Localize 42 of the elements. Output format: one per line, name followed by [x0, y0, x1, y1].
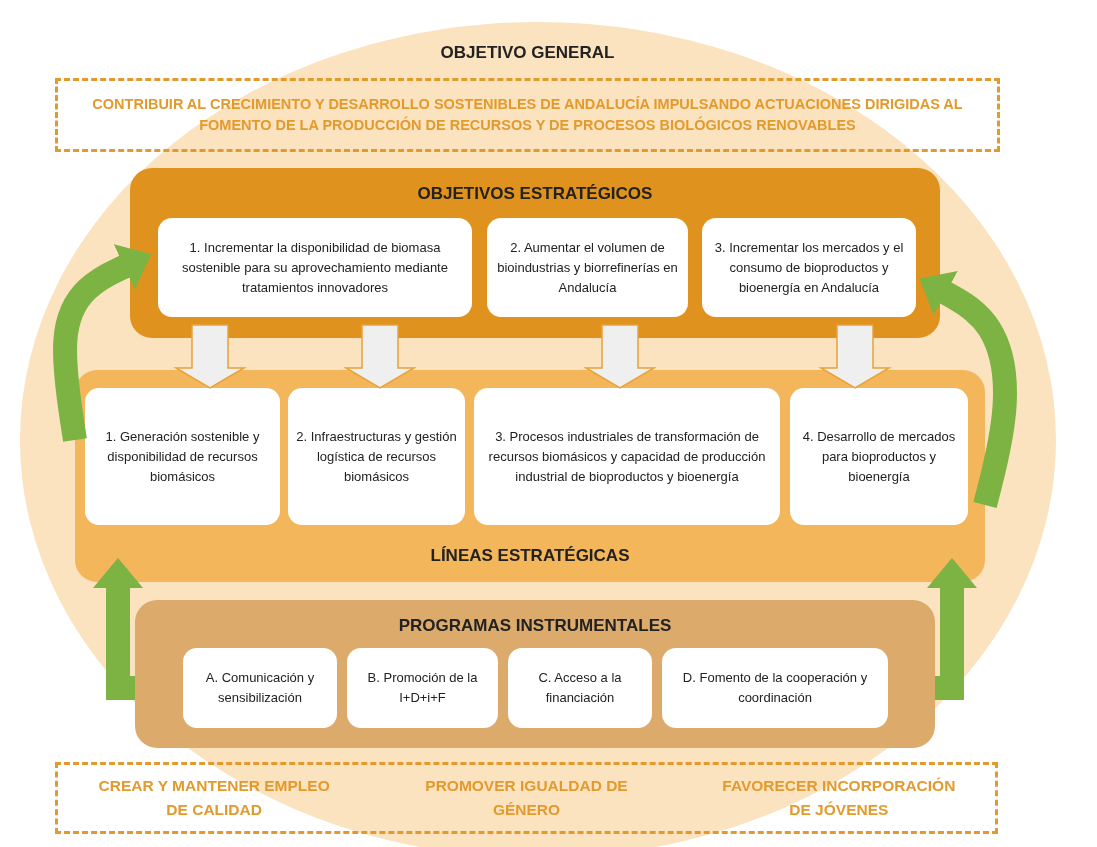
section-band	[130, 168, 940, 338]
text-card	[183, 648, 337, 728]
text-card	[474, 388, 780, 525]
curved-arrow	[53, 244, 152, 442]
card-text: 3. Incrementar los mercados y el consumo de bioproductos y bioenergía en Andalucía	[713, 238, 905, 297]
block-arrow	[343, 324, 417, 389]
text-card	[347, 648, 498, 728]
card-text: B. Promoción de la I+D+i+F	[366, 669, 479, 707]
block-arrow	[818, 324, 892, 389]
card-text: D. Fomento de la cooperación y coordinación	[681, 669, 869, 707]
text-card	[158, 218, 472, 317]
goal-text: FAVORECER INCORPORACIÓN DE JÓVENES	[721, 776, 957, 820]
bent-arrow	[927, 558, 977, 700]
card-text: 2. Aumentar el volumen de bioindustrias y biorrefinerías en Andalucía	[496, 238, 679, 297]
goal-text: CREAR Y MANTENER EMPLEO DE CALIDAD	[97, 776, 331, 820]
text-card	[790, 388, 968, 525]
section-band	[75, 370, 985, 582]
text-card	[662, 648, 888, 728]
text-card	[702, 218, 916, 317]
dashed-box	[55, 762, 998, 834]
curved-arrow	[919, 271, 1017, 508]
section-heading: OBJETIVOS ESTRATÉGICOS	[416, 183, 654, 205]
text-card	[508, 648, 652, 728]
heading: OBJETIVO GENERAL	[439, 42, 616, 64]
card-text: 2. Infraestructuras y gestión logística de recursos biomásicos	[296, 427, 457, 486]
card-text: C. Acceso a la financiación	[537, 669, 623, 707]
section-heading: PROGRAMAS INSTRUMENTALES	[397, 615, 673, 637]
card-text: A. Comunicación y sensibilización	[204, 669, 316, 707]
card-text: 3. Procesos industriales de transformación de recursos biomásicos y capacidad de producción industrial de bioproductos y bioenergía	[487, 427, 767, 486]
text-card	[85, 388, 280, 525]
section-band	[135, 600, 935, 748]
section-heading: LÍNEAS ESTRATÉGICAS	[429, 545, 631, 567]
card-text: 1. Incrementar la disponibilidad de biomasa sostenible para su aprovechamiento mediante tratamientos innovadores	[181, 238, 449, 297]
block-arrow	[583, 324, 657, 389]
objective-text: CONTRIBUIR AL CRECIMIENTO Y DESARROLLO SOSTENIBLES DE ANDALUCÍA IMPULSANDO ACTUACIONES DIRIGIDAS AL FOMENTO DE LA PRODUCCIÓN DE RECURSOS Y DE PROCESOS BIOLÓGICOS RENOVABLES	[91, 95, 964, 135]
text-card	[288, 388, 465, 525]
block-arrow	[173, 324, 247, 389]
card-text: 4. Desarrollo de mercados para bioproductos y bioenergía	[801, 427, 957, 486]
bent-arrow	[93, 558, 143, 700]
card-text: 1. Generación sostenible y disponibilidad de recursos biomásicos	[104, 427, 261, 486]
goal-text: PROMOVER IGUALDAD DE GÉNERO	[424, 776, 629, 820]
text-card	[487, 218, 688, 317]
